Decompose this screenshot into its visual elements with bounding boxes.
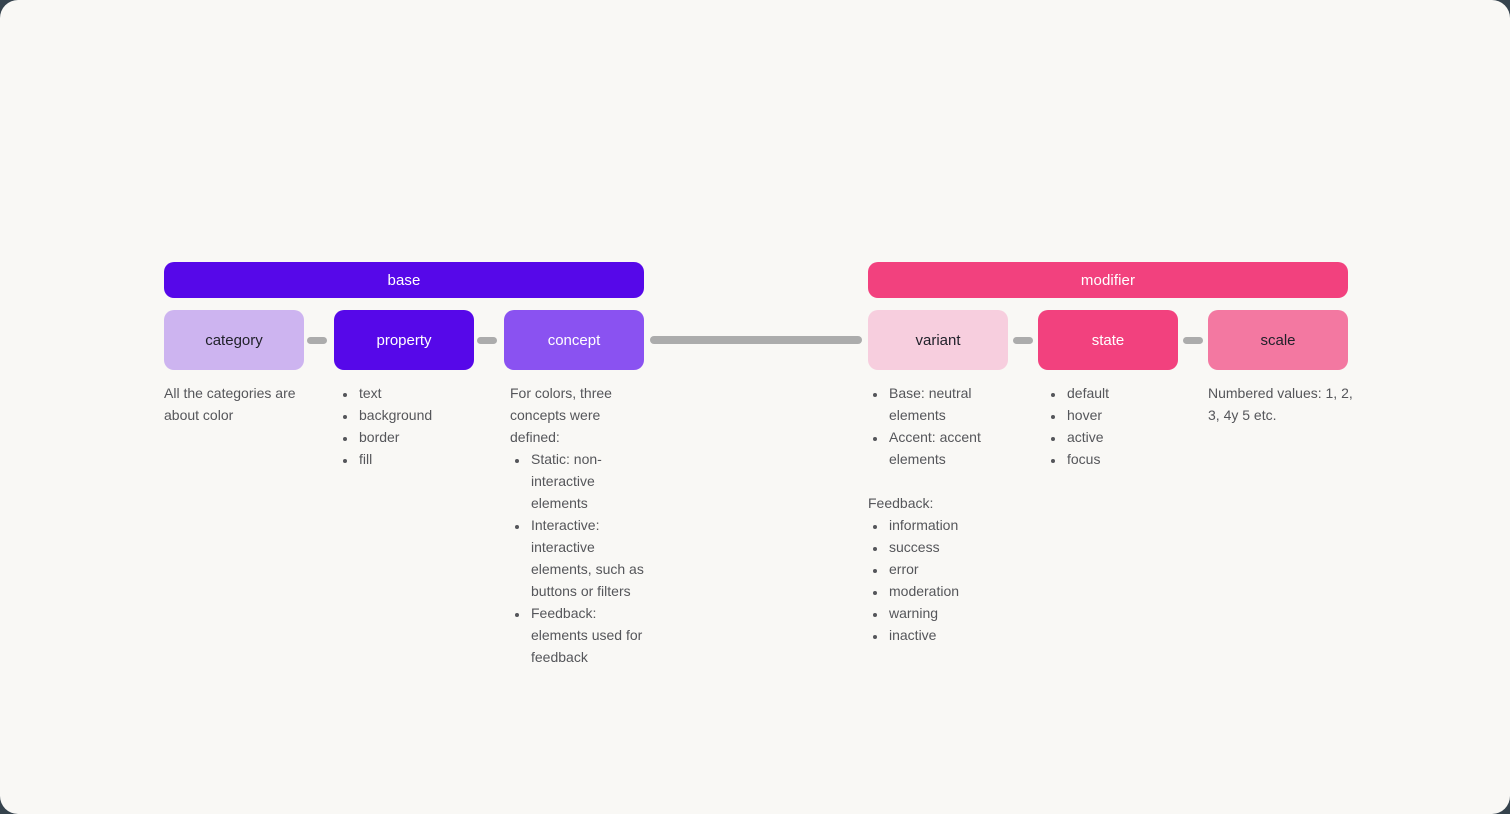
- note-list-item: error: [887, 558, 1006, 580]
- note-list-item: success: [887, 536, 1006, 558]
- connector-category-property: [307, 337, 327, 344]
- note-list-item: Accent: accent elements: [887, 426, 1006, 470]
- note-list-item: fill: [357, 448, 478, 470]
- note-list-item: warning: [887, 602, 1006, 624]
- base-group-header: base: [164, 262, 644, 298]
- node-state: state: [1038, 310, 1178, 370]
- connector-state-scale: [1183, 337, 1203, 344]
- node-property-label: property: [376, 331, 432, 349]
- note-paragraph: All the categories are about color: [164, 385, 296, 423]
- note-list-item: text: [357, 382, 478, 404]
- node-concept-label: concept: [547, 331, 601, 349]
- note-list-item: inactive: [887, 624, 1006, 646]
- note-list-item: Feedback: elements used for feedback: [529, 602, 648, 668]
- note-list: informationsuccesserrormoderationwarning…: [868, 514, 1006, 646]
- note-list: Base: neutral elementsAccent: accent ele…: [868, 382, 1006, 470]
- node-variant-label: variant: [915, 331, 961, 349]
- notes-state: defaulthoveractivefocus: [1046, 382, 1186, 470]
- note-list-item: active: [1065, 426, 1186, 448]
- note-list-item: background: [357, 404, 478, 426]
- note-list-item: information: [887, 514, 1006, 536]
- note-list-item: hover: [1065, 404, 1186, 426]
- node-concept: concept: [504, 310, 644, 370]
- notes-scale: Numbered values: 1, 2, 3, 4y 5 etc.: [1208, 382, 1358, 426]
- note-list-item: border: [357, 426, 478, 448]
- note-list-item: Static: non-interactive elements: [529, 448, 648, 514]
- node-scale-label: scale: [1260, 331, 1296, 349]
- modifier-group-header: modifier: [868, 262, 1348, 298]
- note-paragraph: Numbered values: 1, 2, 3, 4y 5 etc.: [1208, 385, 1353, 423]
- node-category-label: category: [205, 331, 263, 349]
- node-property: property: [334, 310, 474, 370]
- note-list: Static: non-interactive elementsInteract…: [510, 448, 648, 668]
- node-scale: scale: [1208, 310, 1348, 370]
- notes-variant: Base: neutral elementsAccent: accent ele…: [868, 382, 1006, 646]
- notes-property: textbackgroundborderfill: [338, 382, 478, 470]
- note-list-item: focus: [1065, 448, 1186, 470]
- notes-category: All the categories are about color: [164, 382, 298, 426]
- connector-variant-state: [1013, 337, 1033, 344]
- connector-property-concept: [477, 337, 497, 344]
- base-group-label: base: [387, 271, 421, 289]
- notes-concept: For colors, three concepts were defined:…: [510, 382, 648, 668]
- modifier-group-label: modifier: [1080, 271, 1136, 289]
- note-paragraph: Feedback:: [868, 495, 934, 511]
- note-list-item: Interactive: interactive elements, such …: [529, 514, 648, 602]
- note-list: defaulthoveractivefocus: [1046, 382, 1186, 470]
- note-paragraph: For colors, three concepts were defined:: [510, 385, 612, 445]
- node-state-label: state: [1091, 331, 1125, 349]
- note-list-item: moderation: [887, 580, 1006, 602]
- note-list: textbackgroundborderfill: [338, 382, 478, 470]
- note-list-item: Base: neutral elements: [887, 382, 1006, 426]
- connector-concept-variant: [650, 336, 862, 344]
- spacer: [868, 470, 1006, 492]
- node-variant: variant: [868, 310, 1008, 370]
- note-list-item: default: [1065, 382, 1186, 404]
- node-category: category: [164, 310, 304, 370]
